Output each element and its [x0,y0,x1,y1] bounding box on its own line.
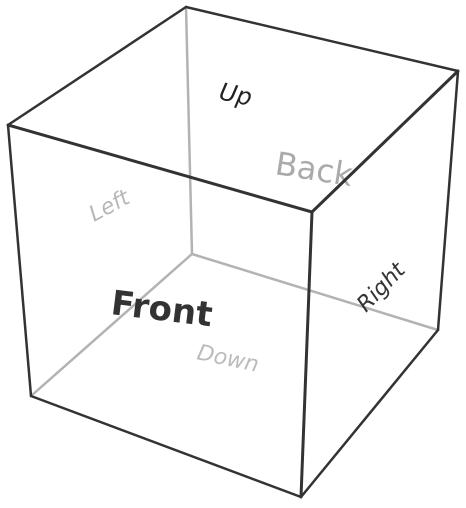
edge-top-right [310,69,460,214]
hidden-edges [29,5,440,398]
edge-top-left [6,5,188,127]
edge-front-right-vertical [299,210,314,499]
edge-top-back [184,5,460,73]
label-left: Left [85,185,135,228]
label-up: Up [217,77,255,111]
label-right: Right [352,257,411,317]
edge-back-right-vertical [436,69,460,332]
visible-edges [6,5,460,499]
edge-bottom-front [29,394,303,499]
edge-top-front [6,123,314,214]
label-down: Down [195,340,261,377]
label-back: Back [273,144,356,194]
hidden-edge-bottom-back-left [29,252,194,398]
edge-front-left-vertical [6,123,33,398]
label-front: Front [109,283,215,335]
hidden-edge-top-left-vertical [184,5,194,256]
edge-bottom-right [299,328,440,499]
hidden-edge-bottom-back-right [190,252,440,332]
